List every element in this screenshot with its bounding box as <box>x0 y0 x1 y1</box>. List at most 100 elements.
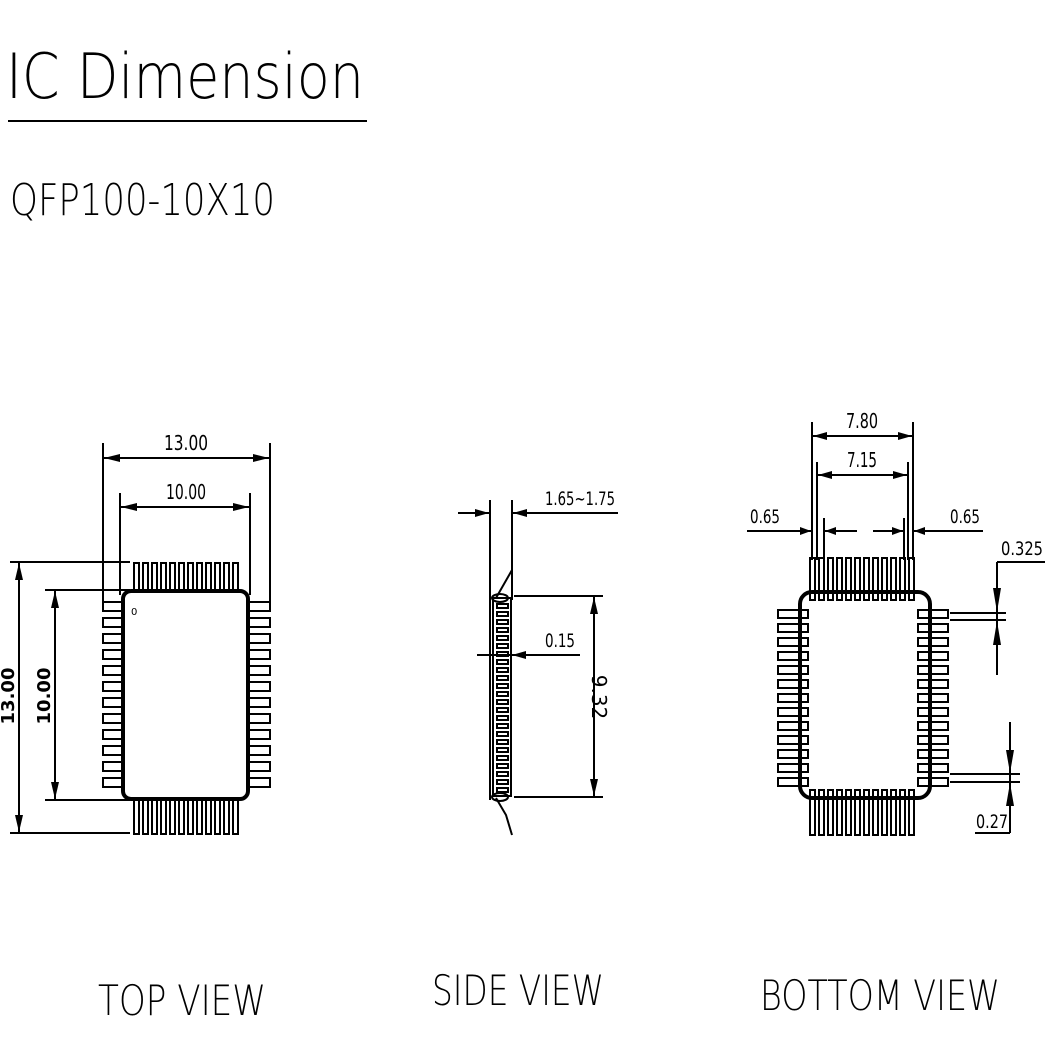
pin <box>160 562 167 592</box>
pin <box>214 798 221 835</box>
pin <box>247 761 271 772</box>
pin <box>917 679 949 689</box>
pin <box>247 777 271 788</box>
pin <box>845 789 852 836</box>
pin <box>777 651 809 661</box>
pin <box>899 789 906 836</box>
pin <box>247 601 271 612</box>
pin <box>496 747 509 753</box>
pin <box>133 562 140 592</box>
pin <box>777 665 809 675</box>
pin <box>863 557 870 601</box>
pin <box>496 667 509 673</box>
pin <box>496 635 509 641</box>
pin <box>777 609 809 619</box>
pin <box>872 789 879 836</box>
dim-length: 9.32 <box>587 675 611 720</box>
pin <box>917 707 949 717</box>
pin <box>917 609 949 619</box>
pin <box>196 798 203 835</box>
pin <box>196 562 203 592</box>
pin <box>102 729 124 740</box>
package-name: QFP100-10X10 <box>10 175 275 226</box>
pin <box>247 713 271 724</box>
bottom-view-label: BOTTOM VIEW <box>760 971 1000 1020</box>
pin <box>809 789 816 836</box>
pin <box>818 557 825 601</box>
pin <box>777 749 809 759</box>
pin <box>496 643 509 649</box>
dim-lead-width: 0.27 <box>976 811 1008 833</box>
pin <box>777 721 809 731</box>
pin <box>917 721 949 731</box>
pin <box>777 735 809 745</box>
pin <box>854 789 861 836</box>
pin <box>496 771 509 777</box>
pin <box>205 562 212 592</box>
pin <box>496 619 509 625</box>
pin <box>863 789 870 836</box>
pin <box>777 623 809 633</box>
pin <box>917 735 949 745</box>
pin <box>496 755 509 761</box>
dim-inner: 7.15 <box>847 448 877 472</box>
pin <box>151 562 158 592</box>
pin <box>917 693 949 703</box>
side-view-label: SIDE VIEW <box>432 966 604 1015</box>
pin <box>496 763 509 769</box>
pin <box>142 562 149 592</box>
pin <box>247 617 271 628</box>
pin <box>917 637 949 647</box>
pin <box>836 789 843 836</box>
pin <box>214 562 221 592</box>
pin <box>102 665 124 676</box>
page-title: IC Dimension <box>6 40 364 113</box>
top-view-body <box>121 589 250 801</box>
dim-13-width: 13.00 <box>164 431 208 455</box>
pin <box>102 713 124 724</box>
dim-10-height: 10.00 <box>34 668 55 725</box>
pin <box>102 601 124 612</box>
pin <box>899 557 906 601</box>
pin <box>247 665 271 676</box>
pin <box>102 681 124 692</box>
pin <box>102 697 124 708</box>
pin <box>102 617 124 628</box>
pin <box>102 745 124 756</box>
pin <box>818 789 825 836</box>
pin <box>247 729 271 740</box>
pin <box>178 562 185 592</box>
pin <box>133 798 140 835</box>
pin <box>777 679 809 689</box>
pin <box>777 777 809 787</box>
pin <box>890 557 897 601</box>
pin <box>496 707 509 713</box>
pin <box>232 798 239 835</box>
dim-pitch-right: 0.65 <box>950 506 980 528</box>
dim-13-height: 13.00 <box>0 668 19 725</box>
pin <box>102 761 124 772</box>
pin <box>496 787 509 793</box>
pin <box>187 798 194 835</box>
pin <box>496 683 509 689</box>
pin <box>777 693 809 703</box>
top-view: 0 13.00 10.00 13.00 10.00 <box>0 431 271 835</box>
bottom-view: 7.80 7.15 0.65 0.65 0.325 0.27 <box>747 409 1045 836</box>
pin <box>247 697 271 708</box>
pin <box>102 649 124 660</box>
side-view: 1.65~1.75 9.32 0.15 <box>458 488 618 836</box>
pin <box>151 798 158 835</box>
pin <box>496 611 509 617</box>
pin <box>836 557 843 601</box>
pin <box>908 789 915 836</box>
pin <box>854 557 861 601</box>
pin <box>232 562 239 592</box>
dim-outer: 7.80 <box>846 409 878 433</box>
pin <box>496 739 509 745</box>
pin <box>496 699 509 705</box>
pin <box>496 715 509 721</box>
pin <box>187 562 194 592</box>
pin <box>496 691 509 697</box>
pin <box>160 798 167 835</box>
